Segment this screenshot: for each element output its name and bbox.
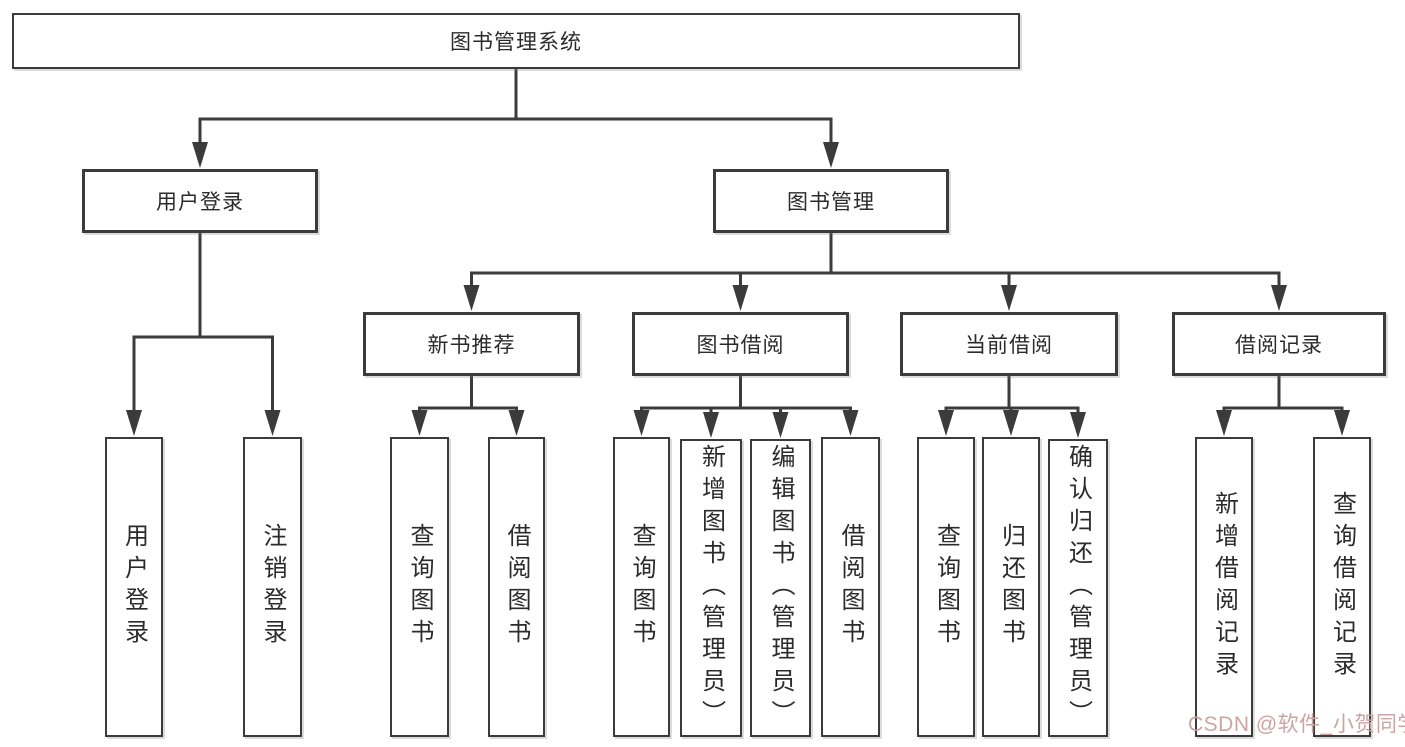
arrowhead-icon [1334, 410, 1350, 436]
arrowhead-icon [463, 285, 480, 311]
arrowhead-icon [508, 410, 525, 436]
node-label-borrow-records: 借阅记录 [1235, 334, 1323, 357]
node-label-leaf-add-book: 新增图书（管理员） [697, 444, 725, 732]
node-leaf-user-login: 用户登录 [105, 437, 163, 737]
arrowhead-icon [1216, 410, 1232, 436]
node-leaf-return-book: 归还图书 [982, 437, 1040, 737]
arrowhead-icon [938, 410, 954, 436]
arrowhead-icon [1003, 410, 1019, 436]
node-label-leaf-borrow-book-1: 借阅图书 [503, 523, 530, 651]
arrowhead-icon [1070, 412, 1086, 438]
node-book-mgmt: 图书管理 [713, 169, 949, 233]
node-label-current-borrow: 当前借阅 [965, 334, 1053, 357]
node-label-leaf-logout: 注销登录 [259, 523, 286, 651]
node-book-borrow: 图书借阅 [632, 312, 849, 376]
watermark: CSDN @软件_小贺同学 [1188, 713, 1405, 736]
arrowhead-icon [126, 410, 142, 436]
arrowhead-icon [411, 410, 428, 436]
node-root: 图书管理系统 [12, 13, 1020, 69]
arrowhead-icon [732, 285, 749, 311]
node-label-leaf-query-book-2: 查询图书 [628, 523, 655, 651]
arrowhead-icon [264, 410, 281, 436]
node-label-root: 图书管理系统 [450, 31, 582, 54]
node-label-new-books: 新书推荐 [427, 334, 516, 357]
node-label-leaf-query-book-1: 查询图书 [406, 523, 433, 651]
node-label-leaf-borrow-book-2: 借阅图书 [837, 523, 864, 651]
node-label-leaf-user-login: 用户登录 [120, 523, 148, 651]
arrowhead-icon [823, 142, 839, 168]
node-label-user-login: 用户登录 [156, 191, 244, 214]
arrowhead-icon [192, 142, 208, 168]
node-leaf-confirm-return: 确认归还（管理员） [1048, 439, 1108, 737]
node-new-books: 新书推荐 [363, 312, 580, 376]
node-leaf-logout: 注销登录 [243, 437, 302, 737]
node-leaf-borrow-book-1: 借阅图书 [488, 437, 545, 737]
node-label-leaf-confirm-return: 确认归还（管理员） [1064, 444, 1092, 732]
node-label-leaf-query-book-3: 查询图书 [932, 523, 960, 651]
node-leaf-query-record: 查询借阅记录 [1313, 437, 1371, 737]
node-label-leaf-return-book: 归还图书 [997, 523, 1025, 651]
node-borrow-records: 借阅记录 [1172, 312, 1386, 376]
arrowhead-icon [633, 410, 650, 436]
node-label-book-mgmt: 图书管理 [787, 191, 875, 214]
arrowhead-icon [772, 412, 789, 438]
arrowhead-icon [1271, 285, 1287, 311]
node-leaf-edit-book: 编辑图书（管理员） [750, 439, 811, 737]
node-label-leaf-query-record: 查询借阅记录 [1328, 491, 1356, 683]
node-leaf-add-book: 新增图书（管理员） [680, 439, 742, 737]
arrowhead-icon [1001, 285, 1017, 311]
node-label-leaf-edit-book: 编辑图书（管理员） [767, 444, 794, 732]
arrowhead-icon [842, 410, 859, 436]
arrowhead-icon [703, 412, 719, 438]
node-leaf-add-record: 新增借阅记录 [1195, 437, 1253, 737]
node-label-book-borrow: 图书借阅 [696, 334, 785, 357]
node-current-borrow: 当前借阅 [900, 312, 1118, 376]
node-label-leaf-add-record: 新增借阅记录 [1210, 491, 1238, 683]
node-leaf-query-book-1: 查询图书 [390, 437, 449, 737]
node-leaf-borrow-book-2: 借阅图书 [821, 437, 880, 737]
node-leaf-query-book-2: 查询图书 [613, 437, 670, 737]
node-user-login: 用户登录 [82, 169, 318, 233]
node-leaf-query-book-3: 查询图书 [917, 437, 975, 737]
